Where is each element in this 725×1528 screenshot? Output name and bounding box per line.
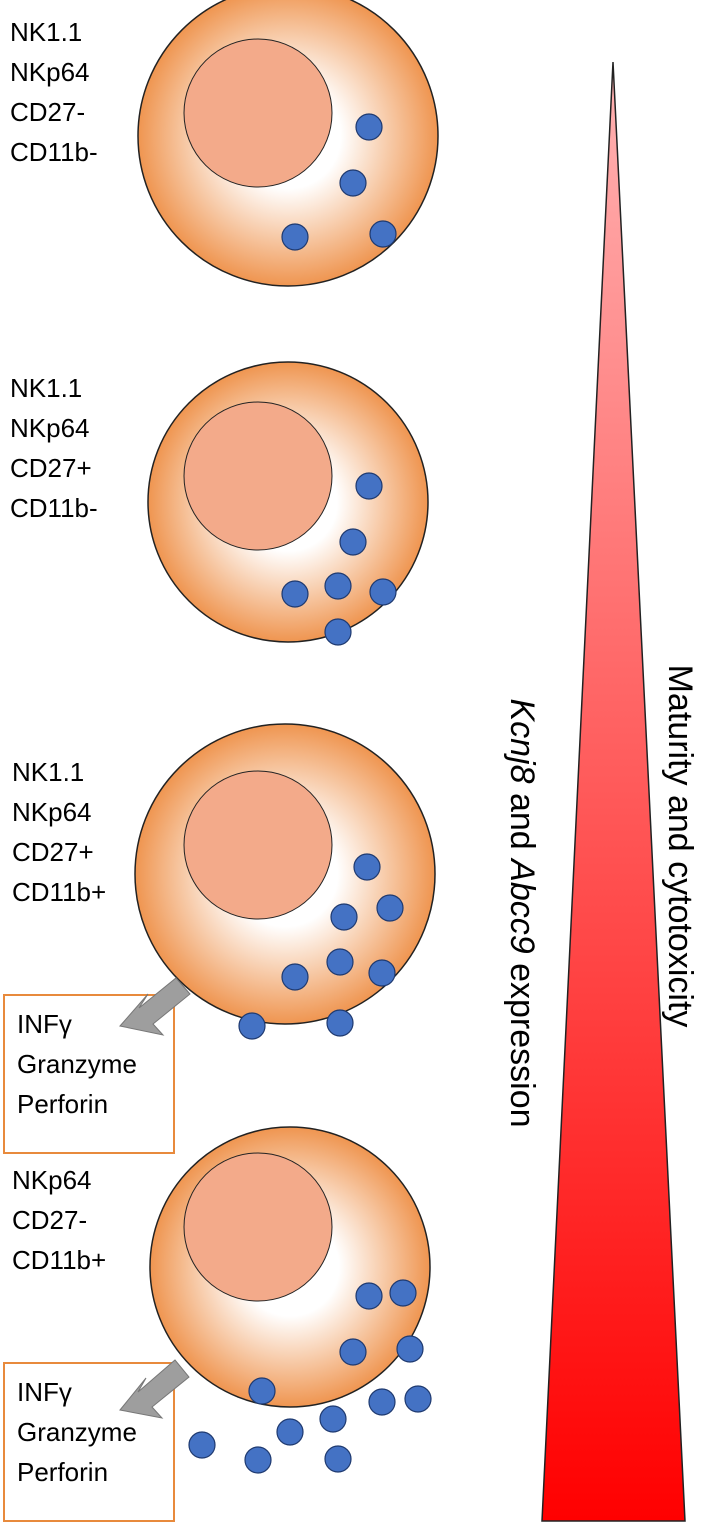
stage-1-markers: NK1.1 NKp64 CD27- CD11b- xyxy=(10,12,98,172)
cytotoxic-granule xyxy=(355,472,383,500)
product-label: Granzyme xyxy=(17,1417,137,1447)
expression-joiner: and xyxy=(503,783,541,860)
cytotoxic-granule xyxy=(324,618,352,646)
cytotoxic-granule xyxy=(339,169,367,197)
nk-cell-stage-2 xyxy=(147,361,429,646)
marker-label: CD11b+ xyxy=(12,877,107,907)
cytotoxic-granule xyxy=(319,1405,347,1433)
cytotoxic-granule xyxy=(276,1418,304,1446)
cytotoxic-granule xyxy=(324,572,352,600)
cell-nucleus xyxy=(183,770,333,920)
cytotoxic-granule xyxy=(404,1385,432,1413)
cytotoxic-granule xyxy=(330,903,358,931)
cytotoxic-granule xyxy=(281,963,309,991)
gene-expression-label: Kcnj8 and Abcc9 expression xyxy=(502,698,542,1127)
gene-kcnj8: Kcnj8 xyxy=(503,698,541,784)
marker-label: CD27- xyxy=(10,97,86,127)
cytotoxic-granule xyxy=(339,1338,367,1366)
cytotoxic-granule xyxy=(355,1282,383,1310)
cytotoxic-granule xyxy=(396,1335,424,1363)
nk-cell-stage-4 xyxy=(149,1126,432,1474)
cytotoxic-granule xyxy=(281,223,309,251)
cytotoxic-granule xyxy=(188,1431,216,1459)
product-label: Perforin xyxy=(17,1089,109,1119)
cytotoxic-granule xyxy=(324,1445,352,1473)
product-label: INFγ xyxy=(17,1009,72,1039)
marker-label: NKp64 xyxy=(12,797,92,827)
marker-label: NK1.1 xyxy=(12,757,85,787)
nk-cell-stage-1 xyxy=(137,0,439,287)
marker-label: CD27+ xyxy=(10,453,92,483)
stage-2-markers: NK1.1 NKp64 CD27+ CD11b- xyxy=(10,368,98,528)
nk-cell-stage-3 xyxy=(134,723,436,1040)
marker-label: NKp64 xyxy=(10,57,90,87)
maturity-label-text: Maturity and cytotoxicity xyxy=(661,664,699,1028)
marker-label: CD11b- xyxy=(10,493,98,523)
cytotoxic-granule xyxy=(244,1446,272,1474)
cell-nucleus xyxy=(183,1152,333,1302)
marker-label: CD27+ xyxy=(12,837,94,867)
cell-nucleus xyxy=(183,401,333,551)
cytotoxic-granule xyxy=(281,580,309,608)
marker-label: NK1.1 xyxy=(10,17,83,47)
cytotoxic-granule xyxy=(248,1377,276,1405)
cytotoxic-granule xyxy=(368,959,396,987)
product-label: Perforin xyxy=(17,1457,109,1487)
gene-abcc9: Abcc9 xyxy=(503,859,541,954)
cytotoxic-granule xyxy=(355,113,383,141)
cytotoxic-granule xyxy=(369,578,397,606)
maturity-cytotoxicity-label: Maturity and cytotoxicity xyxy=(660,665,700,1028)
cytotoxic-granule xyxy=(339,528,367,556)
cytotoxic-granule xyxy=(376,894,404,922)
stage-4-products-box: INFγ Granzyme Perforin xyxy=(3,1362,175,1522)
cytotoxic-granule xyxy=(326,948,354,976)
marker-label: CD11b+ xyxy=(12,1245,107,1275)
marker-label: NKp64 xyxy=(10,413,90,443)
product-label: Granzyme xyxy=(17,1049,137,1079)
cells-layer xyxy=(134,0,439,1474)
stage-3-markers: NK1.1 NKp64 CD27+ CD11b+ xyxy=(12,752,106,912)
cell-nucleus xyxy=(183,38,333,188)
expression-suffix: expression xyxy=(503,953,541,1128)
cytotoxic-granule xyxy=(368,1388,396,1416)
cytotoxic-granule xyxy=(238,1012,266,1040)
marker-label: CD27- xyxy=(12,1205,88,1235)
maturity-gradient-triangle xyxy=(541,61,686,1522)
marker-label: NK1.1 xyxy=(10,373,83,403)
marker-label: CD11b- xyxy=(10,137,98,167)
cytotoxic-granule xyxy=(369,220,397,248)
cytotoxic-granule xyxy=(326,1009,354,1037)
product-label: INFγ xyxy=(17,1377,72,1407)
cytotoxic-granule xyxy=(389,1279,417,1307)
marker-label: NKp64 xyxy=(12,1165,92,1195)
cytotoxic-granule xyxy=(353,853,381,881)
stage-3-products-box: INFγ Granzyme Perforin xyxy=(3,994,175,1154)
